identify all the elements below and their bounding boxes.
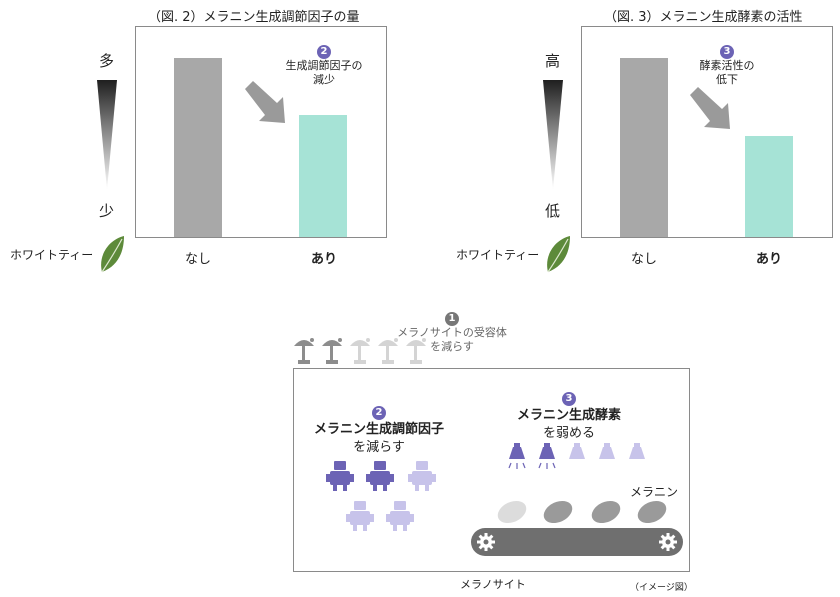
melanin-granule-icon [497,500,527,524]
enzyme-icon [539,443,555,459]
enzyme-lamps [507,443,657,477]
receptor-icon [322,338,342,364]
robot-icon [326,461,354,491]
chart1-annotation-line1: 生成調節因子の [285,59,363,72]
gear-icon [477,533,495,551]
factor-line2: を減らす [353,440,405,455]
melanin-granule-icon [543,500,573,524]
chart2-bar-nashi [620,58,668,237]
chart1-gradient-scale [95,80,119,190]
enzyme-number: 3 [562,392,576,406]
chart1-down-arrow-icon [241,79,293,129]
enzyme-heading: 3 メラニン生成酵素 を弱める [494,389,644,443]
receptor-icon [378,338,398,364]
chart2-y-bottom-label: 低 [545,202,561,220]
receptor-row [292,334,432,374]
chart2-annotation-line1: 酵素活性の [699,59,755,72]
enzyme-icon [569,443,585,459]
chart1-x-label-ari: あり [310,252,337,267]
chart2-x-prefix-label: ホワイトティー [456,248,540,262]
melanocyte-label: メラノサイト [460,578,526,591]
melanin-granule-icon [637,500,667,524]
chart1-plot-area: 2 生成調節因子の 減少 [135,26,387,238]
enzyme-line1: メラニン生成酵素 [516,408,621,423]
robot-icon [408,461,436,491]
receptor-icon [406,338,426,364]
receptor-caption: 1 メラノサイトの受容体 を減らす [392,306,512,354]
chart2-title: （図. 3）メラニン生成酵素の活性 [604,10,803,25]
chart1-y-bottom-label: 少 [99,202,115,220]
melanin-granule-icon [591,500,621,524]
melanin-label: メラニン [630,485,679,499]
robot-icon [366,461,394,491]
chart2-plot-area: 3 酵素活性の 低下 [581,26,833,238]
chart2-gradient-scale [541,80,565,190]
receptor-icon [350,338,370,364]
conveyor-belt [470,527,684,561]
enzyme-icon [629,443,645,459]
chart2-annotation: 3 酵素活性の 低下 [682,39,772,87]
factor-line1: メラニン生成調節因子 [313,422,444,437]
chart2-leaf-icon [544,234,572,274]
chart2-y-top-label: 高 [545,52,561,70]
factor-heading: 2 メラニン生成調節因子 を減らす [304,403,454,457]
chart2-annotation-line2: 低下 [716,73,738,86]
chart1-y-top-label: 多 [99,52,115,70]
chart1-annotation-line2: 減少 [313,73,335,86]
receptor-icon [294,338,314,364]
enzyme-icon [599,443,615,459]
receptor-number: 1 [445,312,459,326]
chart2-bar-ari [745,136,793,237]
chart1-bar-ari [299,115,347,237]
chart1-x-prefix-label: ホワイトティー [10,248,94,262]
chart2-x-label-nashi: なし [630,252,657,267]
image-note: （イメージ図） [630,583,693,593]
receptor-line1: メラノサイトの受容体 [397,326,507,339]
chart1-bar-nashi [174,58,222,237]
chart2-down-arrow-icon [686,85,738,135]
enzyme-icon [509,443,525,459]
chart1-title: （図. 2）メラニン生成調節因子の量 [148,10,360,25]
robot-icon [346,501,374,531]
enzyme-line2: を弱める [542,426,595,441]
receptor-line2: を減らす [430,340,474,353]
chart1-leaf-icon [98,234,126,274]
chart1-annotation-number: 2 [317,45,331,59]
gear-icon [659,533,677,551]
chart2-x-label-ari: あり [755,252,782,267]
robot-icon [386,501,414,531]
melanin-granules [494,497,674,531]
chart1-x-label-nashi: なし [184,252,211,267]
melanocyte-cell-box: 2 メラニン生成調節因子 を減らす 3 メラニン生成酵素 を弱める [293,368,690,572]
factor-number: 2 [372,406,386,420]
chart2-annotation-number: 3 [720,45,734,59]
chart1-annotation: 2 生成調節因子の 減少 [269,39,379,87]
factor-robots [324,461,444,545]
